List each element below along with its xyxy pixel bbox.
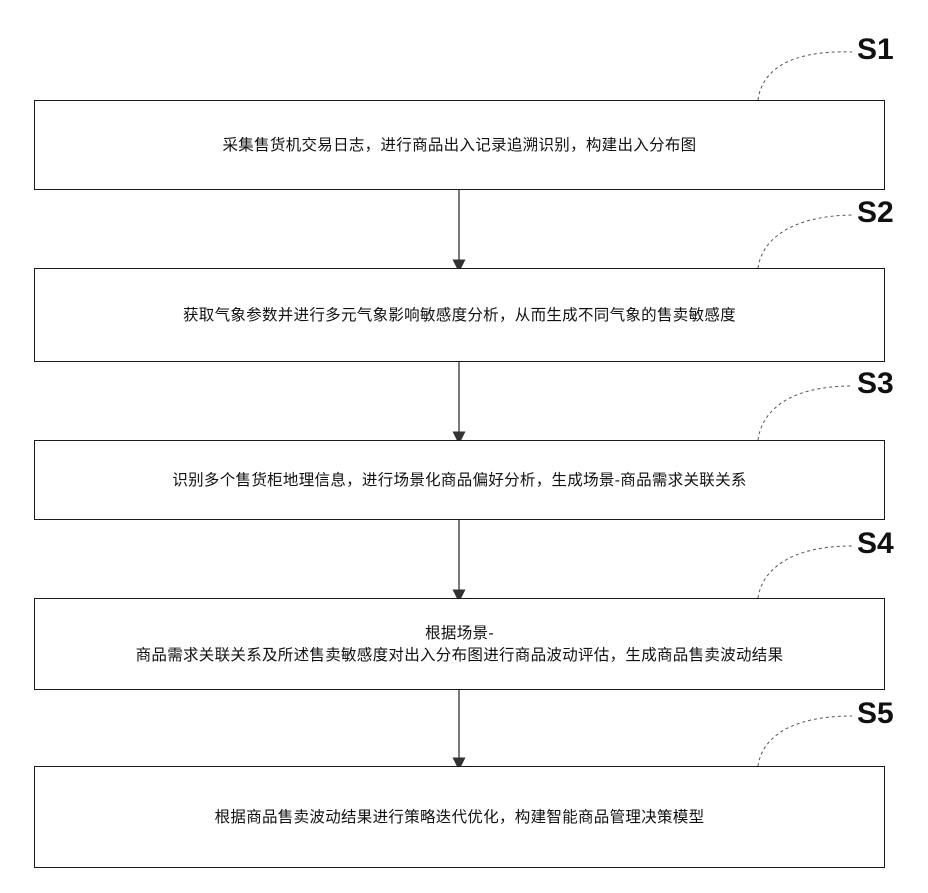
step-text-s5: 根据商品售卖波动结果进行策略迭代优化，构建智能商品管理决策模型 — [215, 806, 705, 828]
step-label-s4: S4 — [857, 527, 894, 561]
step-text-s2: 获取气象参数并进行多元气象影响敏感度分析，从而生成不同气象的售卖敏感度 — [183, 304, 736, 326]
leader-line-s4 — [758, 546, 852, 598]
step-text-s4: 根据场景- 商品需求关联关系及所述售卖敏感度对出入分布图进行商品波动评估，生成商… — [136, 622, 784, 666]
step-text-s1: 采集售货机交易日志，进行商品出入记录追溯识别，构建出入分布图 — [222, 134, 696, 156]
step-box-s2: 获取气象参数并进行多元气象影响敏感度分析，从而生成不同气象的售卖敏感度 — [34, 268, 885, 362]
step-label-s3: S3 — [857, 367, 894, 401]
step-label-s2: S2 — [857, 196, 894, 230]
leader-line-s1 — [758, 52, 852, 100]
leader-line-s3 — [758, 386, 852, 440]
step-box-s1: 采集售货机交易日志，进行商品出入记录追溯识别，构建出入分布图 — [34, 100, 885, 190]
leader-line-s5 — [758, 716, 852, 766]
step-box-s4: 根据场景- 商品需求关联关系及所述售卖敏感度对出入分布图进行商品波动评估，生成商… — [34, 598, 885, 690]
step-label-s5: S5 — [857, 697, 894, 731]
leader-line-s2 — [758, 215, 852, 268]
step-text-s3: 识别多个售货柜地理信息，进行场景化商品偏好分析，生成场景-商品需求关联关系 — [172, 469, 746, 491]
step-box-s3: 识别多个售货柜地理信息，进行场景化商品偏好分析，生成场景-商品需求关联关系 — [34, 440, 885, 520]
step-box-s5: 根据商品售卖波动结果进行策略迭代优化，构建智能商品管理决策模型 — [34, 766, 885, 868]
step-label-s1: S1 — [857, 33, 894, 67]
